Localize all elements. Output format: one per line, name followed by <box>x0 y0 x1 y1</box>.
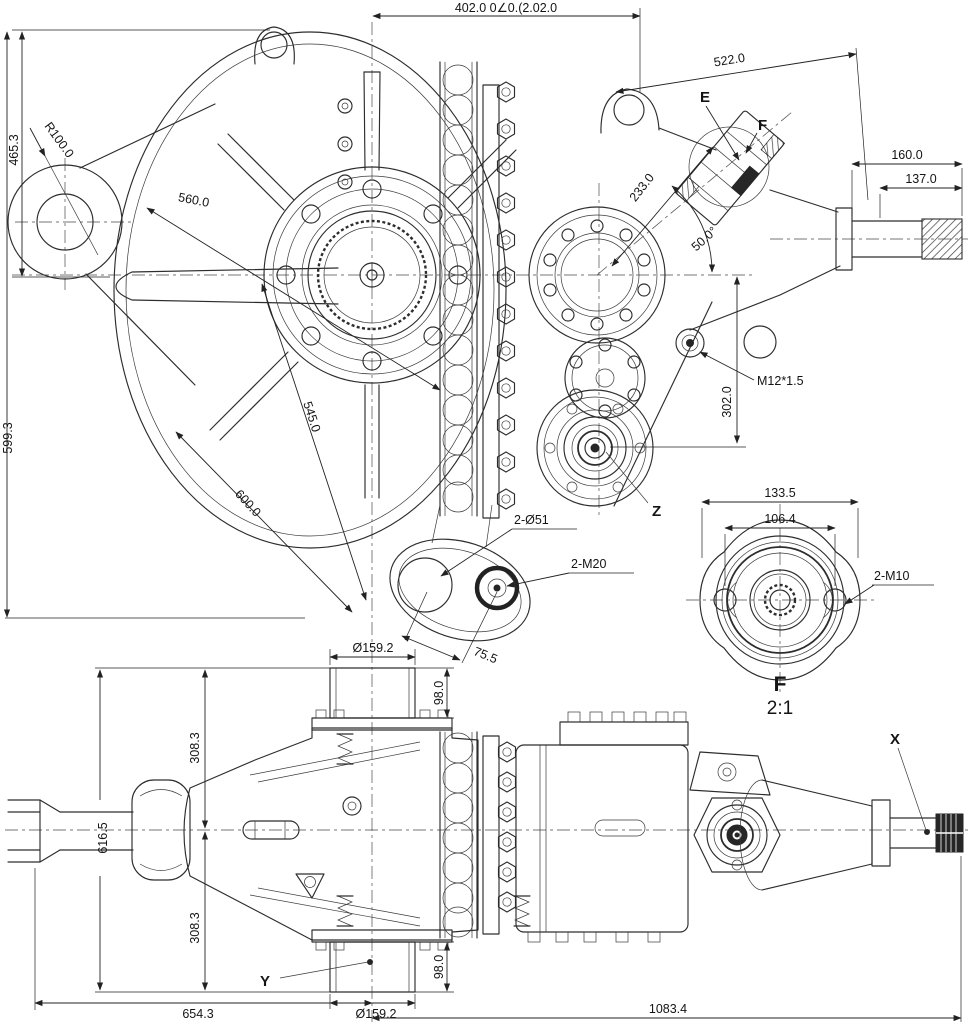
dim-top-width-label: 402.0 0∠0.(2.02.0 <box>455 1 557 15</box>
dim-160-label: 160.0 <box>891 148 922 162</box>
detail-flange-outline <box>699 519 861 681</box>
bottom-mount <box>389 504 531 642</box>
shaft-seal-collar <box>871 799 891 867</box>
bolt-chain <box>439 61 516 519</box>
dim-522-label: 522.0 <box>713 51 746 70</box>
dim-233-label: 233.0 <box>627 171 657 204</box>
input-yoke <box>7 779 191 881</box>
detail-scale: 2:1 <box>767 698 793 719</box>
dim-dia159-top-label: Ø159.2 <box>352 641 393 655</box>
housing-body <box>7 26 660 549</box>
pto-flange <box>564 337 646 419</box>
dim-r100-label: R100.0 <box>42 120 77 161</box>
dim-302-label: 302.0 <box>720 386 734 417</box>
pump-flange <box>536 389 654 507</box>
output-section <box>613 110 963 507</box>
top-output-boss <box>311 667 453 765</box>
dim-599-label: 599.3 <box>1 422 15 453</box>
m12-boss <box>675 328 705 358</box>
coupler-boss <box>688 126 770 208</box>
cover-plate <box>482 84 500 519</box>
side-view-dimensions: Ø159.2 98.0 98.0 308.3 308.3 616.5 654.3… <box>34 641 962 1022</box>
dim-654-label: 654.3 <box>182 1007 213 1021</box>
dim-133-label: 133.5 <box>764 486 795 500</box>
label-m12: M12*1.5 <box>757 374 804 388</box>
section-label-f: F <box>758 117 767 134</box>
label-2xm20: 2-M20 <box>571 557 606 571</box>
dim-dia159-bottom-label: Ø159.2 <box>355 1007 396 1021</box>
dim-545-label: 545.0 <box>300 400 323 434</box>
detail-f-view: 133.5 106.4 2-M10 F 2:1 <box>686 486 934 719</box>
shaft-collar <box>835 207 853 271</box>
detail-spline-bore <box>763 583 797 617</box>
dim-angle-50-label: 50.0° <box>689 224 720 254</box>
dim-98-top-label: 98.0 <box>432 681 446 705</box>
mount-hole-m20 <box>474 565 520 611</box>
right-flange <box>528 206 666 344</box>
side-view: Ø159.2 98.0 98.0 308.3 308.3 616.5 654.3… <box>5 641 968 1022</box>
dim-308-top-label: 308.3 <box>188 732 202 763</box>
side-right-housing <box>515 711 689 943</box>
dim-600-label: 600.0 <box>232 487 264 519</box>
section-label-y: Y <box>260 973 270 990</box>
bearing-flange <box>693 797 781 873</box>
label-2xm10: 2-M10 <box>874 569 909 583</box>
input-shaft-spline <box>921 218 963 260</box>
radial-ribs <box>115 71 517 499</box>
dim-308-bottom-label: 308.3 <box>188 912 202 943</box>
dim-75-label: 75.5 <box>472 644 500 666</box>
dim-465-label: 465.3 <box>7 134 21 165</box>
detail-title: F <box>774 673 787 696</box>
side-bolt-chain <box>439 731 531 939</box>
top-view: 402.0 0∠0.(2.02.0 522.0 465.3 599.3 R100… <box>1 1 968 666</box>
section-label-e: E <box>700 89 710 106</box>
coupler <box>674 110 786 226</box>
output-shaft-assembly <box>689 751 964 891</box>
section-label-x: X <box>890 731 900 748</box>
detail-hole-left <box>713 588 737 612</box>
top-mount-ear <box>254 26 295 65</box>
dim-616-label: 616.5 <box>96 822 110 853</box>
dim-106-label: 106.4 <box>764 512 795 526</box>
mount-hole-51 <box>397 557 453 613</box>
section-label-z: Z <box>652 503 661 520</box>
paddle-rib <box>115 267 339 305</box>
dim-98-bottom-label: 98.0 <box>432 955 446 979</box>
dim-1083-label: 1083.4 <box>649 1002 687 1016</box>
side-housing <box>183 727 479 941</box>
inspection-slot <box>242 820 300 840</box>
dim-560-label: 560.0 <box>177 190 210 210</box>
label-2xd51: 2-Ø51 <box>514 513 549 527</box>
dim-137-label: 137.0 <box>905 172 936 186</box>
drain-boss <box>295 873 325 899</box>
